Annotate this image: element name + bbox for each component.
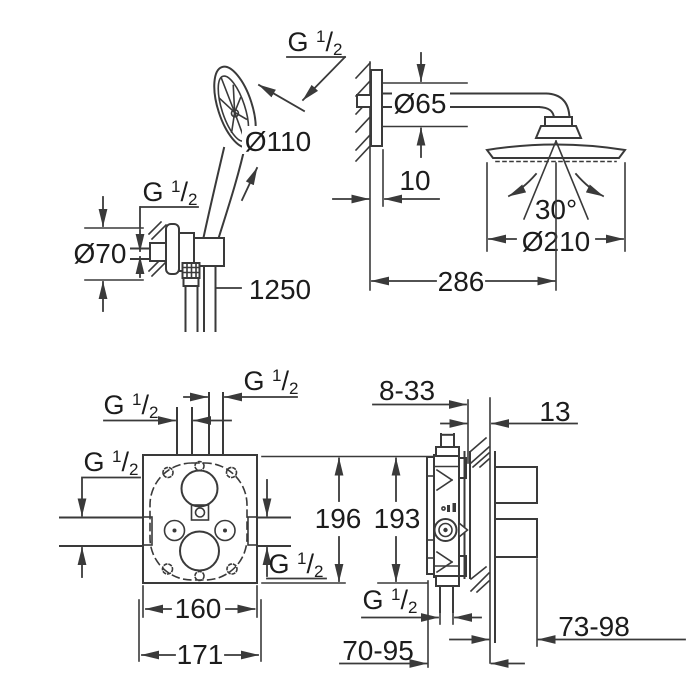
hand-shower-head-diameter-label: Ø110 [245,126,311,157]
hand-shower-thread-label: G 1/2 [288,27,343,59]
dim-wall-distance: 10 [332,149,440,207]
side-wall-allowance-label: 13 [539,396,570,427]
arm-rosette-diameter-label: Ø65 [394,88,447,119]
side-depth-body-label: 70-95 [342,635,414,666]
side-bottom-outlet-label: G 1/2 [363,585,418,617]
dim-hand-shower-head-diameter: Ø110 [240,83,314,202]
hose-length-label: 1250 [249,274,311,305]
side-depth-handle-label: 73-98 [558,611,630,642]
front-inlet-left-label: G 1/2 [104,390,159,422]
valve-side-view: 8-33 13 193 G 1/2 70-95 [339,375,686,668]
dim-side-depth-handle: 73-98 [449,611,686,644]
side-valve-body [426,433,471,613]
side-trim-handles [494,451,538,643]
shower-holder [127,220,225,278]
shower-hose [181,262,217,332]
arm-projection-label: 286 [438,266,485,297]
side-height-label: 193 [374,503,421,534]
front-inlet-right-label: G 1/2 [244,366,299,398]
shower-arm [356,69,583,147]
dim-front-plate-width: 171 [138,599,262,670]
dim-holder-thread: G 1/2 [139,177,199,229]
dim-side-bottom-outlet: G 1/2 [361,585,482,625]
head-shower-disc [485,143,627,163]
side-reference-lines [427,397,538,668]
dim-front-outlet-left: G 1/2 [77,447,141,578]
front-height-label: 196 [315,503,362,534]
dim-hand-shower-thread: G 1/2 [286,27,347,102]
holder-thread-label: G 1/2 [143,177,198,209]
head-shower-view: Ø65 10 30° Ø210 [332,52,627,297]
dim-side-wall-allowance: 13 [440,396,578,428]
dim-side-height: 193 [374,457,421,582]
dim-arm-rosette-diameter: Ø65 [382,52,468,158]
dim-front-outlet-right: G 1/2 [262,479,327,581]
dim-hose-length: 1250 [215,274,311,305]
dim-front-height: 196 [261,455,434,584]
dim-arm-projection: 286 [371,162,557,297]
wall-distance-label: 10 [399,165,430,196]
front-rough-in-body [142,454,258,584]
front-top-pipes [176,392,224,455]
side-install-depth-label: 8-33 [379,375,435,406]
valve-front-view: G 1/2 G 1/2 G 1/2 G 1/2 1 [59,366,434,670]
dim-front-inlet-left: G 1/2 [103,390,232,425]
front-outlet-right-label: G 1/2 [269,549,324,581]
front-outlet-left-label: G 1/2 [84,447,139,479]
dim-side-install-depth: 8-33 [372,375,467,409]
front-body-width-label: 160 [175,593,222,624]
hand-shower-view: G 1/2 Ø110 G 1/2 Ø70 1250 [70,27,347,332]
dim-holder-rosette-diameter: Ø70 [70,196,145,312]
dim-front-body-width: 160 [142,585,258,624]
holder-rosette-diameter-label: Ø70 [74,238,127,269]
front-plate-width-label: 171 [177,639,224,670]
dim-side-depth-body: 70-95 [339,635,525,668]
dim-front-inlet-right: G 1/2 [183,366,299,402]
side-wall-section [469,436,491,594]
front-side-ports [59,516,291,547]
